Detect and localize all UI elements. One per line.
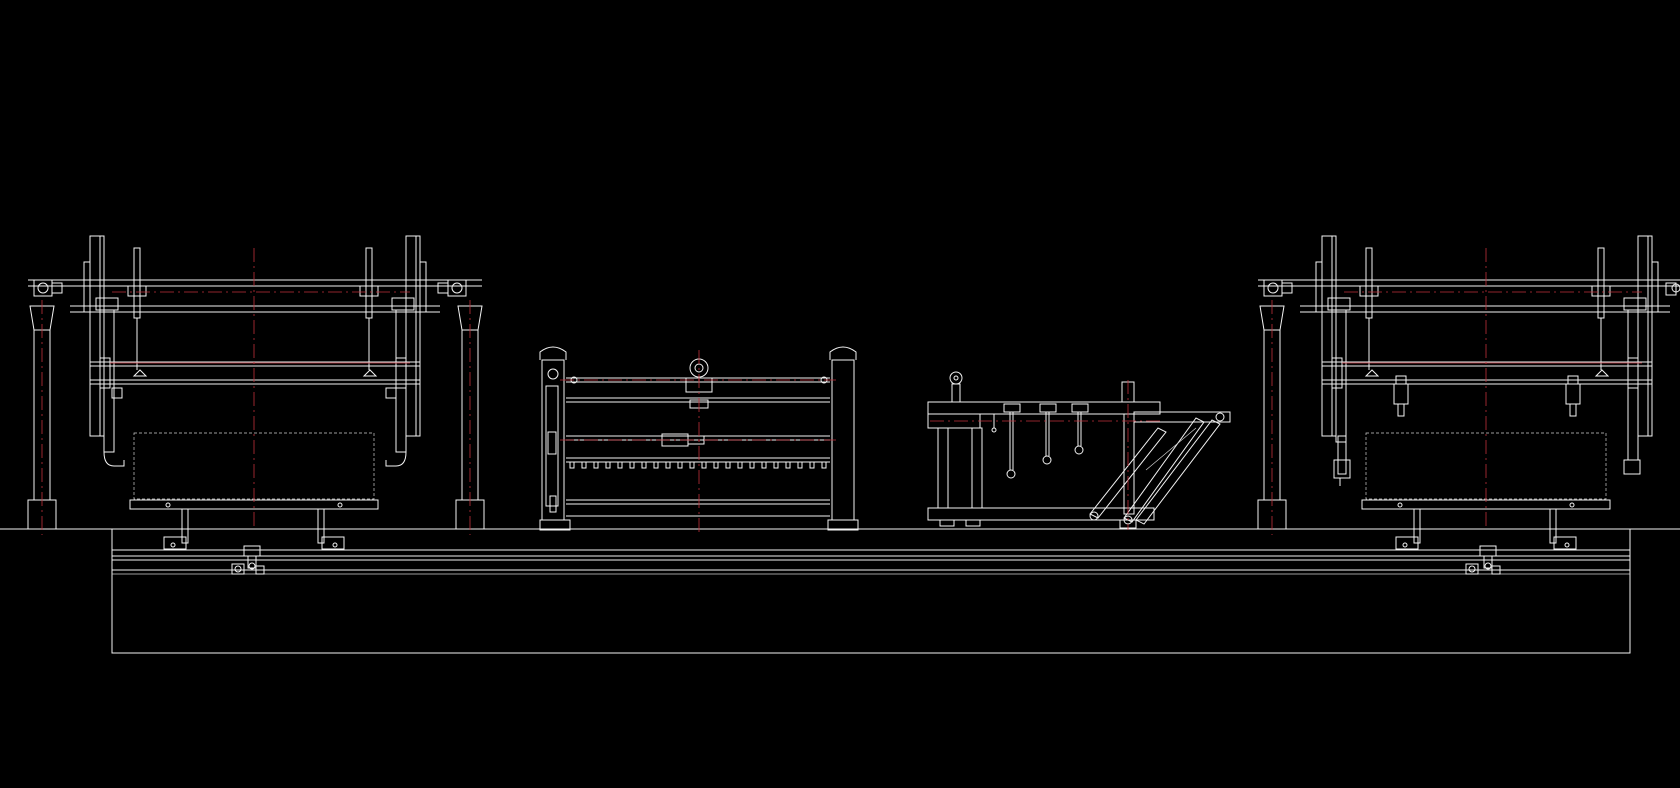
rail-trolley-right (1465, 545, 1501, 575)
hanging-grippers (991, 403, 1089, 479)
tilt-arms (1089, 411, 1231, 525)
center-right-tilt-station (927, 371, 1231, 530)
rail-trolley-left (231, 545, 265, 575)
center-left-rack-station (539, 346, 859, 532)
base-platform (111, 528, 1631, 654)
left-lifting-frame (27, 235, 485, 550)
comb-teeth (569, 462, 827, 469)
right-lifting-frame (1257, 235, 1680, 550)
